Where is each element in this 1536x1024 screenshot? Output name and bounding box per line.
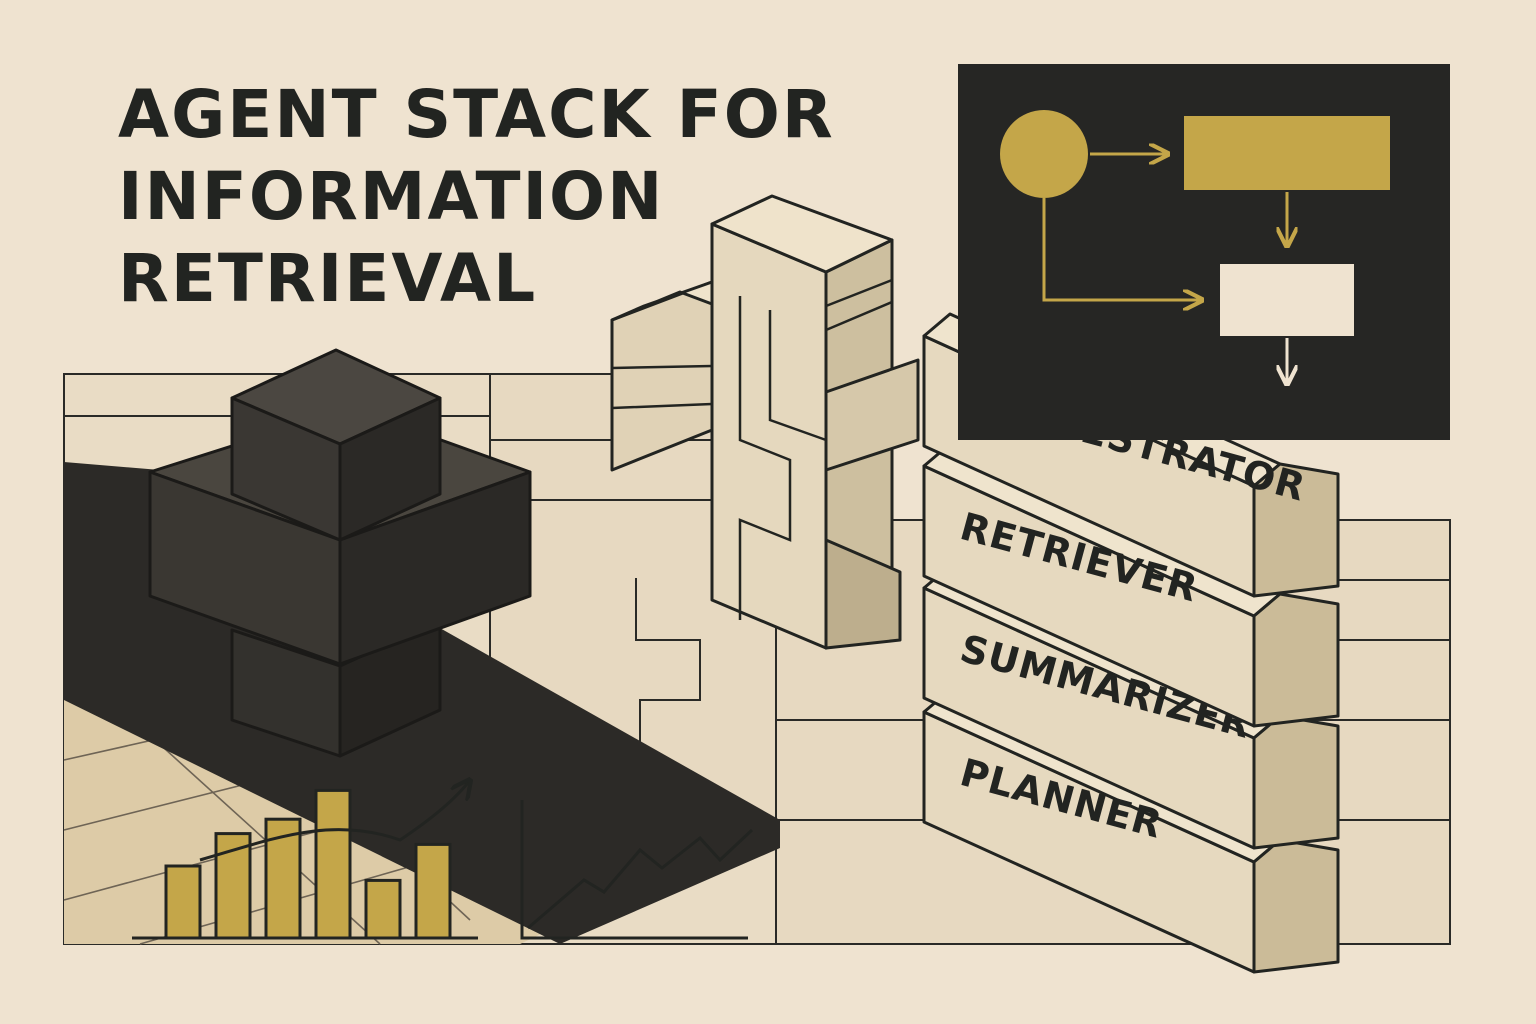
- flow-panel: [958, 64, 1450, 440]
- line-chart-axes: [520, 800, 748, 940]
- connector-grooves: [611, 278, 893, 620]
- flow-node-gold: [1184, 116, 1390, 190]
- line-chart: [520, 800, 754, 940]
- trend-arrow-icon: [199, 780, 470, 862]
- flow-node-white: [1220, 264, 1354, 336]
- stack-layer-end: [1252, 592, 1340, 728]
- stack-layer-end: [1252, 462, 1340, 598]
- stack-layer-end: [1252, 714, 1340, 850]
- bar: [314, 788, 352, 940]
- stack-layer-end: [1252, 838, 1340, 974]
- bar-chart: [132, 780, 478, 940]
- bar: [414, 842, 452, 940]
- flow-arrow-icon: [1042, 198, 1202, 300]
- page-title: AGENT STACK FOR INFORMATION RETRIEVAL: [118, 74, 835, 320]
- title-line-1: AGENT STACK FOR: [118, 76, 835, 153]
- title-line-2: INFORMATION: [118, 158, 665, 235]
- flow-node-start: [1000, 110, 1088, 198]
- title-line-3: RETRIEVAL: [118, 240, 538, 317]
- bar: [364, 878, 402, 940]
- line-chart-series: [527, 828, 754, 930]
- bar: [164, 864, 202, 940]
- dark-block-stack: [148, 348, 532, 758]
